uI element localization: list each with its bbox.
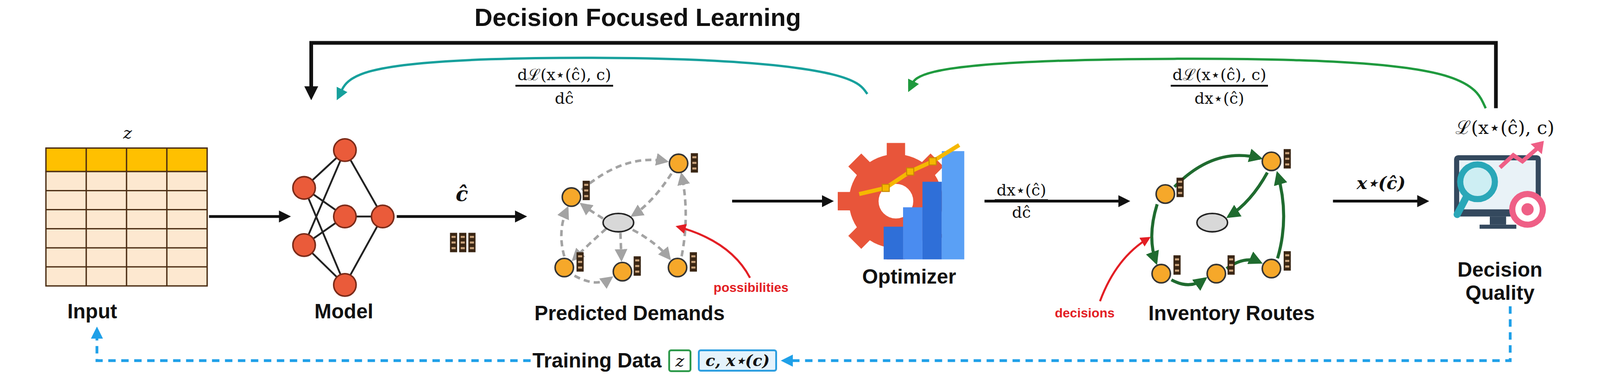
flow-arrow <box>208 214 284 218</box>
input-table <box>45 148 208 287</box>
loss-label-holder: ℒ(x⋆(ĉ), c) <box>1453 113 1557 140</box>
flow-arrow <box>396 214 521 218</box>
node-label: Decision Quality <box>1439 257 1561 305</box>
target-box: c, x⋆(c) <box>697 349 778 372</box>
edge-label-holder: ĉ <box>453 181 471 206</box>
callout-arrow <box>677 226 750 278</box>
group-label: Training Data <box>532 348 662 372</box>
model-node: Model <box>292 101 395 325</box>
inventory-route-graph <box>1151 149 1291 285</box>
neural-network <box>292 138 394 296</box>
variable-label: z <box>121 123 134 143</box>
edge-label: ĉ <box>453 181 471 206</box>
fraction-numerator: dx⋆(ĉ) <box>994 180 1049 201</box>
fraction-numerator: dℒ(x⋆(ĉ), c) <box>515 63 614 87</box>
math-text: c, x⋆(c) <box>705 351 770 370</box>
edge-label-holder: x⋆(ĉ) <box>1354 172 1408 194</box>
edge-label: x⋆(ĉ) <box>1354 172 1408 194</box>
fraction-denominator-holder: dx⋆(ĉ) <box>1192 88 1247 108</box>
fraction-numerator-holder: dx⋆(ĉ) <box>994 180 1049 201</box>
node-label: Predicted Demands <box>534 301 725 325</box>
training-data-group: Training Data z c, x⋆(c) <box>530 347 779 373</box>
diagram-title-holder: Decision Focused Learning <box>472 2 804 32</box>
fraction-denominator-holder: dĉ <box>1010 202 1033 222</box>
fraction-numerator: dℒ(x⋆(ĉ), c) <box>1170 63 1269 87</box>
data-flow-arrow <box>96 333 531 361</box>
callout-label-holder: possibilities <box>711 280 791 295</box>
variable-label-holder: z <box>121 123 134 143</box>
flow-arrow <box>311 43 1496 109</box>
callout-label: decisions <box>1053 305 1117 321</box>
node-label: Model <box>314 299 374 323</box>
fraction-denominator: dĉ <box>552 88 576 108</box>
diagram-title: Decision Focused Learning <box>472 2 804 32</box>
predicted-demand-graph <box>555 153 698 283</box>
feature-box: z <box>668 349 692 372</box>
prediction-bars <box>450 232 476 252</box>
input-node: Input <box>45 142 208 325</box>
decision-quality-icon <box>1454 140 1546 229</box>
demand-node: Predicted Demands <box>528 142 731 327</box>
fraction-denominator: dĉ <box>1010 202 1033 222</box>
math-text: z <box>675 351 685 371</box>
fraction-numerator-holder: dℒ(x⋆(ĉ), c) <box>1170 63 1269 87</box>
callout-label: possibilities <box>711 280 791 295</box>
flow-arrow <box>1332 199 1422 203</box>
flow-arrow <box>732 199 827 203</box>
fraction-denominator: dx⋆(ĉ) <box>1192 88 1247 108</box>
node-label: Optimizer <box>862 264 957 289</box>
flow-arrow <box>339 57 868 95</box>
callout-label-holder: decisions <box>1053 305 1117 321</box>
optimizer-node: Optimizer <box>835 94 983 290</box>
flow-arrow <box>911 58 1486 109</box>
callout-arrow <box>1099 237 1149 302</box>
routes-node: Inventory Routes <box>1132 142 1332 327</box>
optimizer-icon <box>837 143 965 260</box>
loss-label: ℒ(x⋆(ĉ), c) <box>1453 113 1557 140</box>
fraction-denominator-holder: dĉ <box>552 88 576 108</box>
node-label: Inventory Routes <box>1148 301 1315 325</box>
node-label: Input <box>67 299 118 323</box>
fraction-numerator-holder: dℒ(x⋆(ĉ), c) <box>515 63 614 87</box>
